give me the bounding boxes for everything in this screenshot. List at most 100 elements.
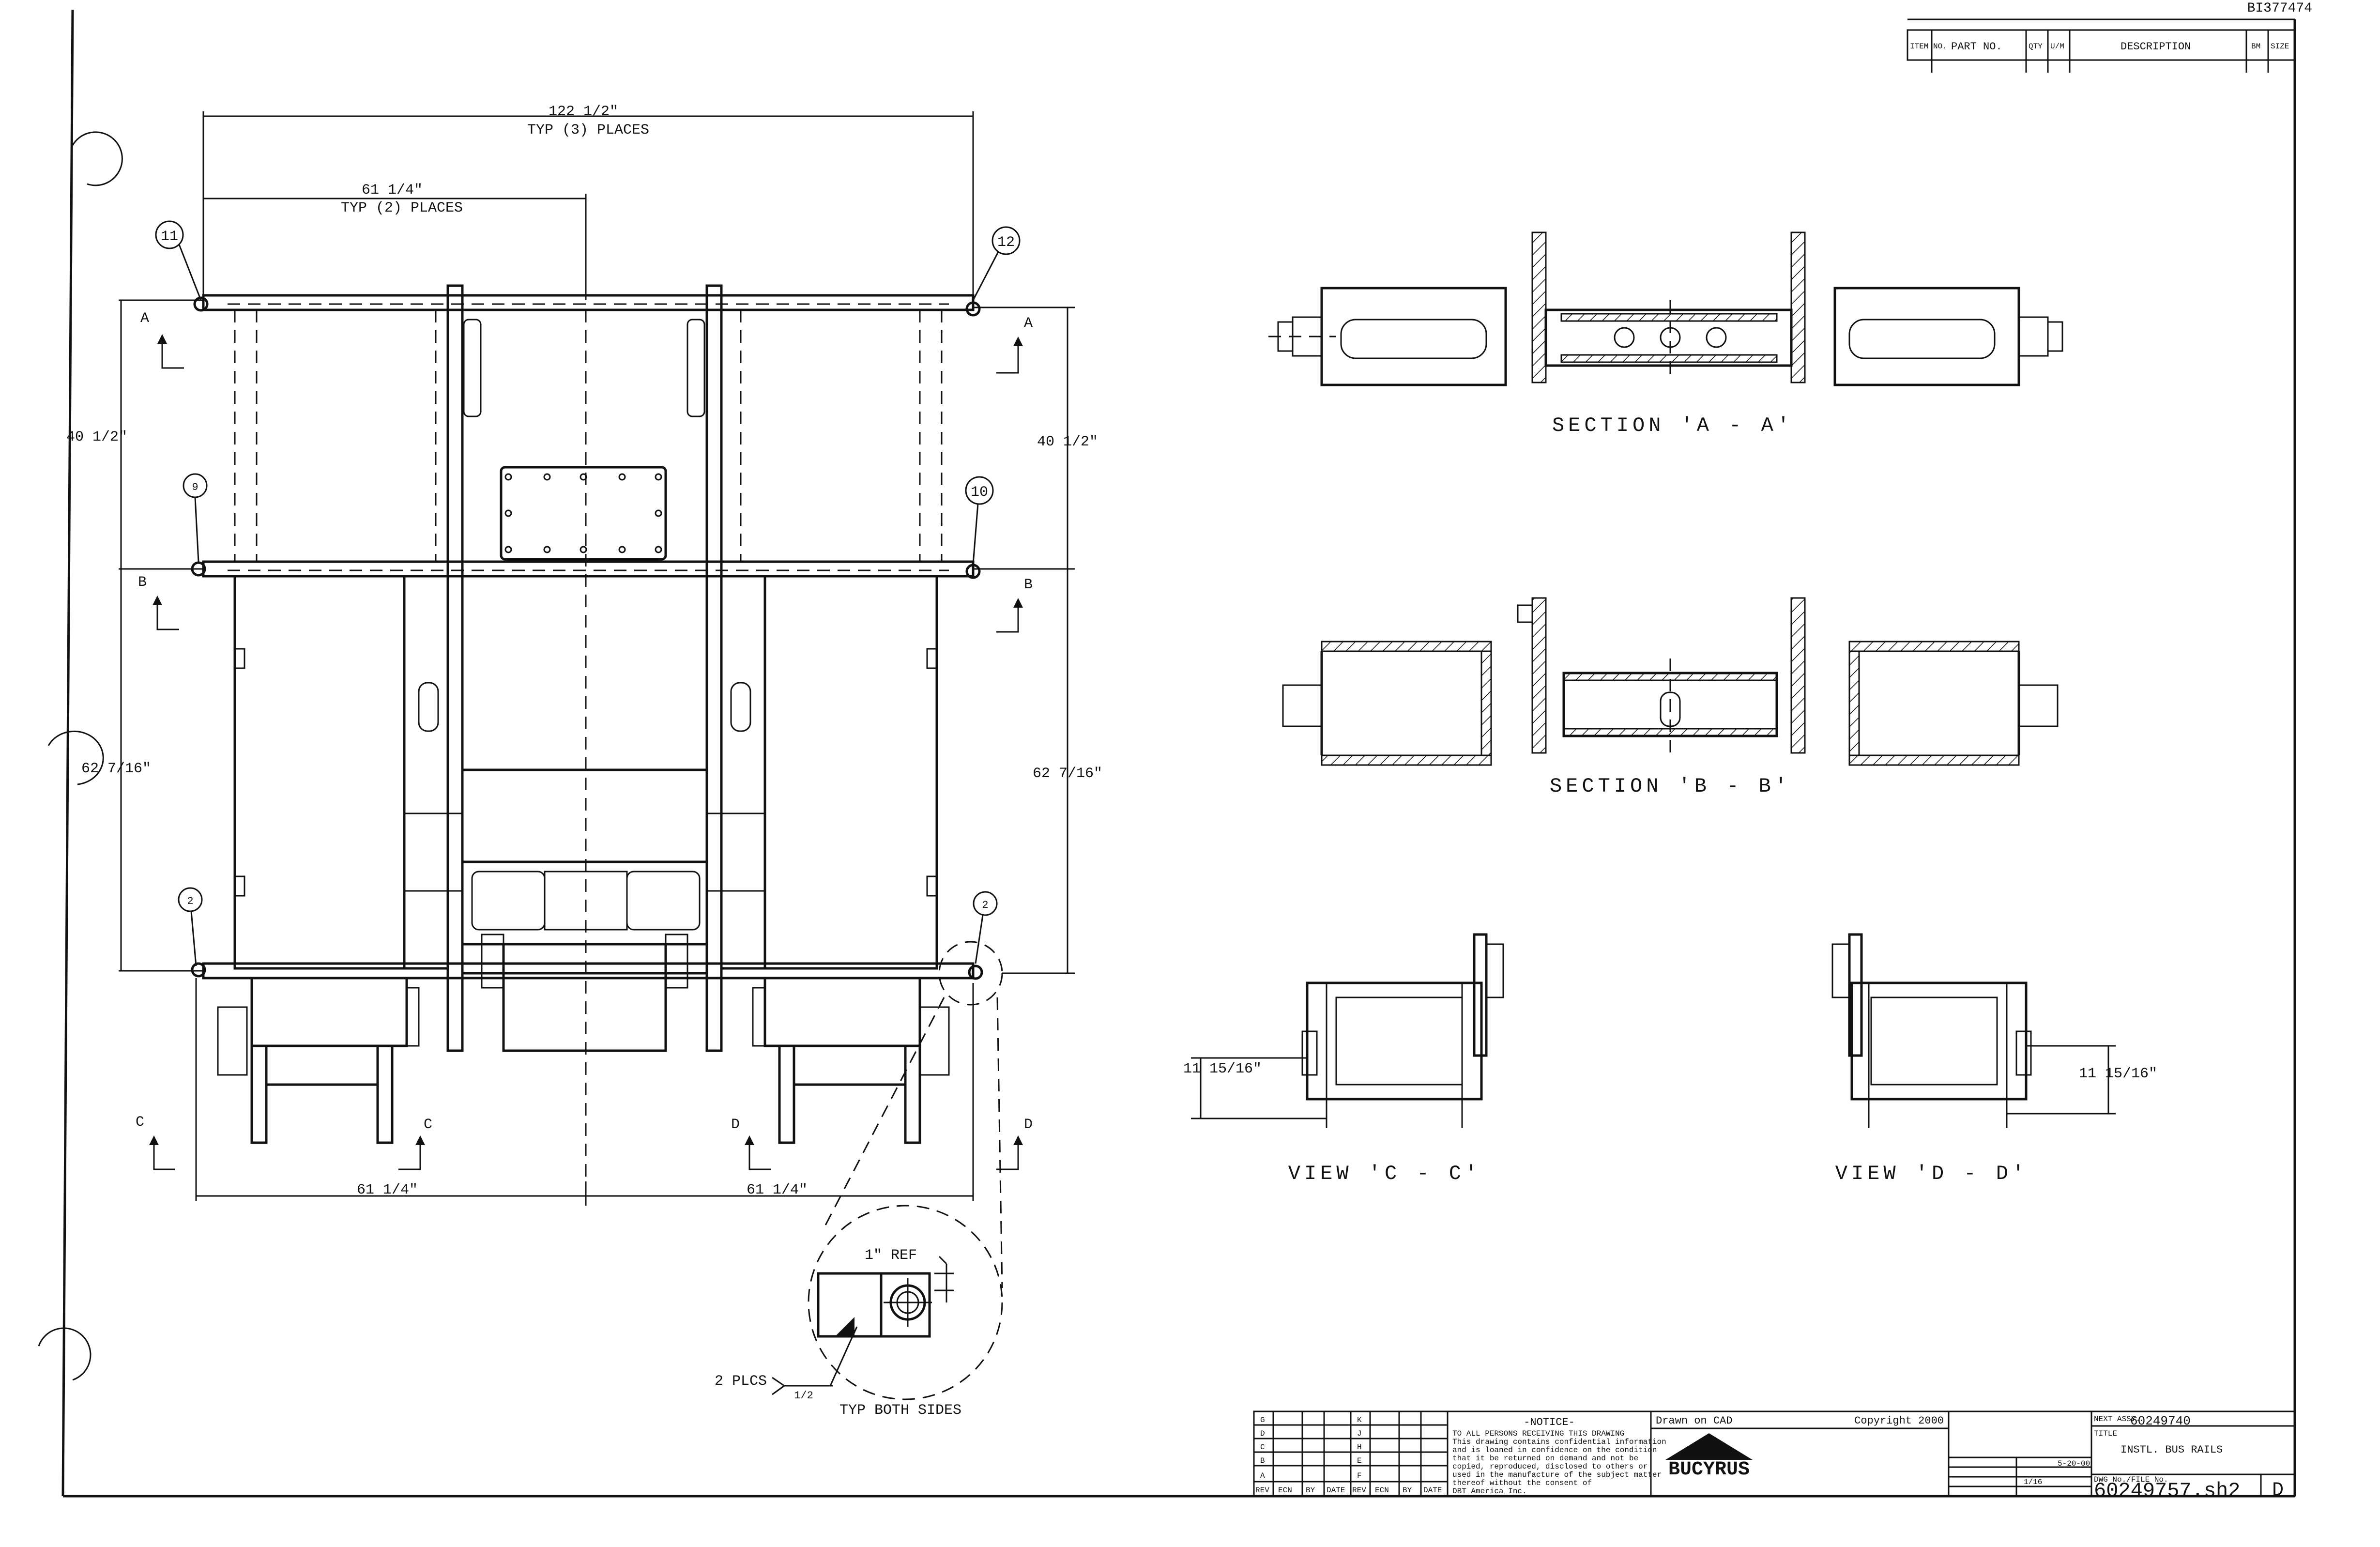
svg-text:A: A xyxy=(1024,315,1033,332)
title-block: G D C B A K J H E F REV ECN BY DATE REV … xyxy=(1253,1410,2296,1502)
section-a-label: SECTION 'A - A' xyxy=(1552,414,1793,437)
notice-title: -NOTICE- xyxy=(1524,1416,1575,1428)
company-logo-icon xyxy=(1665,1433,1753,1460)
svg-text:SIZE: SIZE xyxy=(2271,42,2289,51)
section-marker-b-left: B xyxy=(138,574,179,630)
svg-text:that it be returned on demand: that it be returned on demand and not be xyxy=(1452,1454,1638,1463)
svg-text:DATE: DATE xyxy=(1423,1486,1442,1495)
detail-note: TYP BOTH SIDES xyxy=(839,1402,961,1419)
plan-view: 122 1/2" TYP (3) PLACES 61 1/4" TYP (2) … xyxy=(66,104,1102,1288)
balloon-9: 9 xyxy=(183,473,208,577)
svg-text:NEXT ASSY.: NEXT ASSY. xyxy=(2094,1415,2140,1424)
svg-text:Drawn on CAD: Drawn on CAD xyxy=(1656,1415,1732,1427)
section-marker-a-right: A xyxy=(996,315,1033,374)
binder-holes xyxy=(38,131,123,1381)
svg-text:K: K xyxy=(1357,1416,1362,1424)
drawing-number: 60249757.sh2 xyxy=(2094,1479,2240,1502)
svg-text:and is loaned in confidence on: and is loaned in confidence on the condi… xyxy=(1452,1446,1657,1455)
section-b-label: SECTION 'B - B' xyxy=(1550,775,1791,798)
svg-text:BY: BY xyxy=(1306,1486,1315,1495)
svg-text:C: C xyxy=(136,1114,144,1131)
svg-text:D: D xyxy=(731,1117,740,1133)
balloon-2-right: 2 xyxy=(938,891,1003,1006)
svg-text:C: C xyxy=(424,1117,432,1133)
svg-text:ECN: ECN xyxy=(1278,1486,1292,1495)
balloon-11: 11 xyxy=(155,220,209,312)
dim-upper-left: 40 1/2" xyxy=(66,429,127,445)
detail-plcs: 2 PLCS xyxy=(715,1373,767,1390)
svg-text:A: A xyxy=(140,310,149,327)
svg-text:DESCRIPTION: DESCRIPTION xyxy=(2121,41,2191,53)
svg-text:copied, reproduced, disclosed: copied, reproduced, disclosed to others … xyxy=(1452,1462,1648,1471)
svg-text:G: G xyxy=(1260,1416,1265,1424)
svg-text:QTY: QTY xyxy=(2029,42,2043,51)
next-assembly-number: 60249740 xyxy=(2130,1414,2191,1428)
view-d-label: VIEW 'D - D' xyxy=(1835,1162,2028,1185)
view-c: 11 15/16" VIEW 'C - C' xyxy=(1183,933,1504,1185)
svg-text:B: B xyxy=(1024,577,1033,593)
svg-text:B: B xyxy=(138,574,147,591)
svg-text:J: J xyxy=(1357,1429,1362,1438)
svg-text:PART NO.: PART NO. xyxy=(1951,41,2002,53)
section-marker-b-right: B xyxy=(996,577,1033,633)
svg-text:D: D xyxy=(1260,1429,1265,1438)
section-marker-c-left: C xyxy=(136,1114,175,1170)
svg-text:2: 2 xyxy=(982,899,988,911)
drawing-title: INSTL. BUS RAILS xyxy=(2121,1444,2223,1456)
svg-text:BY: BY xyxy=(1403,1486,1412,1495)
dim-view-d: 11 15/16" xyxy=(2079,1066,2157,1082)
section-marker-a-left: A xyxy=(140,310,184,369)
view-d: 11 15/16" VIEW 'D - D' xyxy=(1831,933,2157,1185)
document-reference: BI377474 xyxy=(2247,1,2312,16)
svg-text:9: 9 xyxy=(192,481,198,493)
svg-text:DWG No./FILE No.: DWG No./FILE No. xyxy=(2094,1475,2168,1484)
detail-ref: 1" REF xyxy=(865,1247,917,1264)
sheet-border xyxy=(61,9,2296,1498)
svg-text:TITLE: TITLE xyxy=(2094,1429,2117,1438)
svg-text:U/M: U/M xyxy=(2050,42,2064,51)
detail-view: 1" REF 2 PLCS 1/2 TYP BOTH SIDES xyxy=(715,1205,1003,1419)
section-marker-d-right: D xyxy=(996,1117,1033,1170)
svg-text:used in the manufacture of the: used in the manufacture of the subject m… xyxy=(1452,1470,1662,1479)
dim-upper-right: 40 1/2" xyxy=(1037,434,1098,450)
svg-text:DBT America Inc.: DBT America Inc. xyxy=(1452,1487,1527,1496)
section-a-view: SECTION 'A - A' xyxy=(1268,231,2063,437)
dim-lower-left: 62 7/16" xyxy=(81,761,151,777)
dim-overall-width-note: TYP (3) PLACES xyxy=(527,122,649,138)
detail-weld: 1/2 xyxy=(794,1390,813,1402)
dim-half-width-note: TYP (2) PLACES xyxy=(341,200,463,216)
svg-text:1/16: 1/16 xyxy=(2024,1478,2042,1486)
svg-text:thereof without the consent of: thereof without the consent of xyxy=(1452,1479,1592,1487)
dim-view-c: 11 15/16" xyxy=(1183,1061,1262,1077)
svg-text:2: 2 xyxy=(187,895,193,907)
parts-list-header: ITEM NO. PART NO. QTY U/M DESCRIPTION BM… xyxy=(1907,29,2296,73)
svg-text:A: A xyxy=(1260,1471,1265,1480)
dim-overall-width: 122 1/2" xyxy=(549,104,618,120)
svg-text:C: C xyxy=(1260,1443,1265,1452)
svg-text:11: 11 xyxy=(161,229,178,245)
dim-bottom-right: 61 1/4" xyxy=(747,1182,808,1198)
sheet-size: D xyxy=(2272,1480,2284,1501)
dim-lower-right: 62 7/16" xyxy=(1033,766,1102,782)
section-marker-c-right: C xyxy=(398,1117,432,1170)
svg-text:F: F xyxy=(1357,1471,1362,1480)
section-marker-d-left: D xyxy=(731,1117,771,1170)
balloon-10: 10 xyxy=(965,476,994,579)
svg-text:B: B xyxy=(1260,1456,1265,1465)
section-b-view: SECTION 'B - B' xyxy=(1282,597,2059,798)
view-c-label: VIEW 'C - C' xyxy=(1288,1162,1481,1185)
svg-text:TO ALL PERSONS RECEIVING THIS: TO ALL PERSONS RECEIVING THIS DRAWING xyxy=(1452,1429,1624,1438)
svg-text:This drawing contains confiden: This drawing contains confidential infor… xyxy=(1452,1438,1666,1446)
svg-text:D: D xyxy=(1024,1117,1033,1133)
svg-text:5-20-00: 5-20-00 xyxy=(2058,1459,2090,1468)
svg-text:ITEM NO.: ITEM NO. xyxy=(1910,42,1947,51)
svg-text:BM: BM xyxy=(2251,42,2260,51)
svg-text:Copyright 2000: Copyright 2000 xyxy=(1854,1415,1944,1427)
svg-text:DATE: DATE xyxy=(1327,1486,1345,1495)
svg-text:H: H xyxy=(1357,1443,1362,1452)
company-name: BUCYRUS xyxy=(1668,1459,1750,1481)
dim-half-width: 61 1/4" xyxy=(362,182,423,199)
svg-text:REV: REV xyxy=(1255,1486,1269,1495)
balloon-2-left: 2 xyxy=(178,887,206,978)
